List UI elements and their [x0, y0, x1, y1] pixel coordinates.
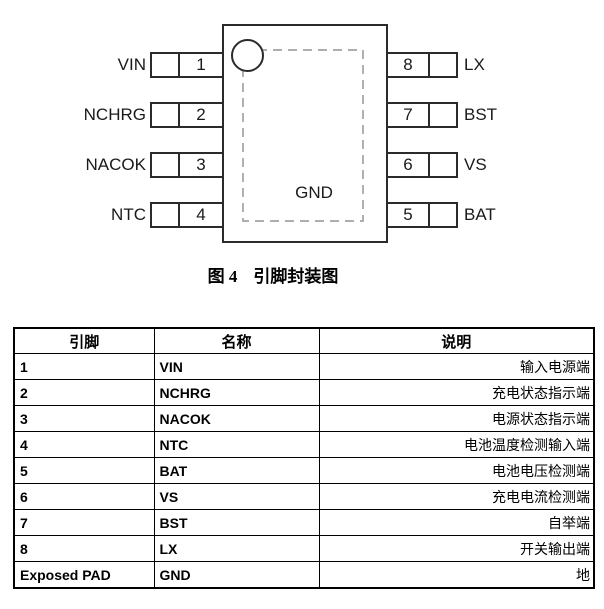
table-row: 3 NACOK 电源状态指示端 [13, 405, 595, 432]
pin-box-divider [428, 204, 430, 226]
figure-number: 图 4 [207, 267, 238, 286]
header-description: 说明 [318, 327, 595, 354]
cell-name: LX [153, 535, 320, 562]
cell-description: 电池电压检测端 [318, 457, 595, 484]
cell-description: 地 [318, 561, 595, 589]
pin-number-4: 4 [196, 205, 206, 224]
cell-pin: 5 [13, 457, 155, 484]
pin-box-5: 5 [388, 202, 458, 228]
cell-pin: 6 [13, 483, 155, 510]
pin-box-divider [178, 54, 180, 76]
pin-label-ntc: NTC [111, 205, 146, 224]
cell-name: BAT [153, 457, 320, 484]
pin-label-nchrg: NCHRG [83, 105, 146, 124]
pin-box-divider [178, 204, 180, 226]
cell-description: 输入电源端 [318, 353, 595, 380]
pin-box-2: 2 [150, 102, 222, 128]
cell-name: NACOK [153, 405, 320, 432]
cell-description: 自举端 [318, 509, 595, 536]
pin-label-vin: VIN [117, 55, 146, 74]
pin-box-1: 1 [150, 52, 222, 78]
pin-label-vs: VS [464, 155, 487, 174]
pin-number-3: 3 [196, 155, 206, 174]
cell-name: BST [153, 509, 320, 536]
exposed-pad-outline [242, 49, 364, 222]
cell-name: VIN [153, 353, 320, 380]
header-pin: 引脚 [13, 327, 155, 354]
pin-number-6: 6 [403, 155, 413, 174]
cell-name: VS [153, 483, 320, 510]
pin-box-divider [428, 154, 430, 176]
pin-box-4: 4 [150, 202, 222, 228]
cell-description: 开关输出端 [318, 535, 595, 562]
pin-box-divider [428, 54, 430, 76]
cell-description: 充电电流检测端 [318, 483, 595, 510]
table-header-row: 引脚 名称 说明 [13, 327, 595, 354]
ic-body [222, 24, 388, 243]
pin-label-bat: BAT [464, 205, 496, 224]
pin-number-1: 1 [196, 55, 206, 74]
table-row: 6 VS 充电电流检测端 [13, 483, 595, 510]
pin-table: 引脚 名称 说明 1 VIN 输入电源端 2 NCHRG 充电状态指示端 3 N… [13, 327, 595, 589]
pin1-indicator-circle [231, 39, 264, 72]
pin-box-divider [178, 104, 180, 126]
cell-description: 电池温度检测输入端 [318, 431, 595, 458]
cell-description: 电源状态指示端 [318, 405, 595, 432]
cell-pin: 8 [13, 535, 155, 562]
table-row: 7 BST 自举端 [13, 509, 595, 536]
pin-number-2: 2 [196, 105, 206, 124]
cell-name: NTC [153, 431, 320, 458]
table-row: 5 BAT 电池电压检测端 [13, 457, 595, 484]
pin-box-divider [428, 104, 430, 126]
cell-pin: 1 [13, 353, 155, 380]
pin-label-nacok: NACOK [85, 155, 146, 174]
pin-label-lx: LX [464, 55, 485, 74]
pin-box-8: 8 [388, 52, 458, 78]
pin-number-5: 5 [403, 205, 413, 224]
cell-pin: 3 [13, 405, 155, 432]
pin-box-7: 7 [388, 102, 458, 128]
pin-box-divider [178, 154, 180, 176]
table-row: 1 VIN 输入电源端 [13, 353, 595, 380]
cell-description: 充电状态指示端 [318, 379, 595, 406]
cell-pin: 4 [13, 431, 155, 458]
table-row: 2 NCHRG 充电状态指示端 [13, 379, 595, 406]
table-row: 8 LX 开关输出端 [13, 535, 595, 562]
pin-box-6: 6 [388, 152, 458, 178]
pin-package-diagram: GND VIN 1 NCHRG 2 NACOK 3 NTC 4 8 LX [0, 0, 604, 260]
cell-pin: 7 [13, 509, 155, 536]
pin-box-3: 3 [150, 152, 222, 178]
cell-name: GND [153, 561, 320, 589]
pin-number-8: 8 [403, 55, 413, 74]
table-row: 4 NTC 电池温度检测输入端 [13, 431, 595, 458]
cell-pin: Exposed PAD [13, 561, 155, 589]
pin-number-7: 7 [403, 105, 413, 124]
figure-title: 引脚封装图 [253, 267, 339, 286]
pin-label-bst: BST [464, 105, 498, 124]
gnd-label: GND [295, 183, 333, 202]
cell-name: NCHRG [153, 379, 320, 406]
header-name: 名称 [153, 327, 320, 354]
cell-pin: 2 [13, 379, 155, 406]
figure-caption: 图 4 引脚封装图 [0, 262, 546, 287]
table-row: Exposed PAD GND 地 [13, 561, 595, 589]
